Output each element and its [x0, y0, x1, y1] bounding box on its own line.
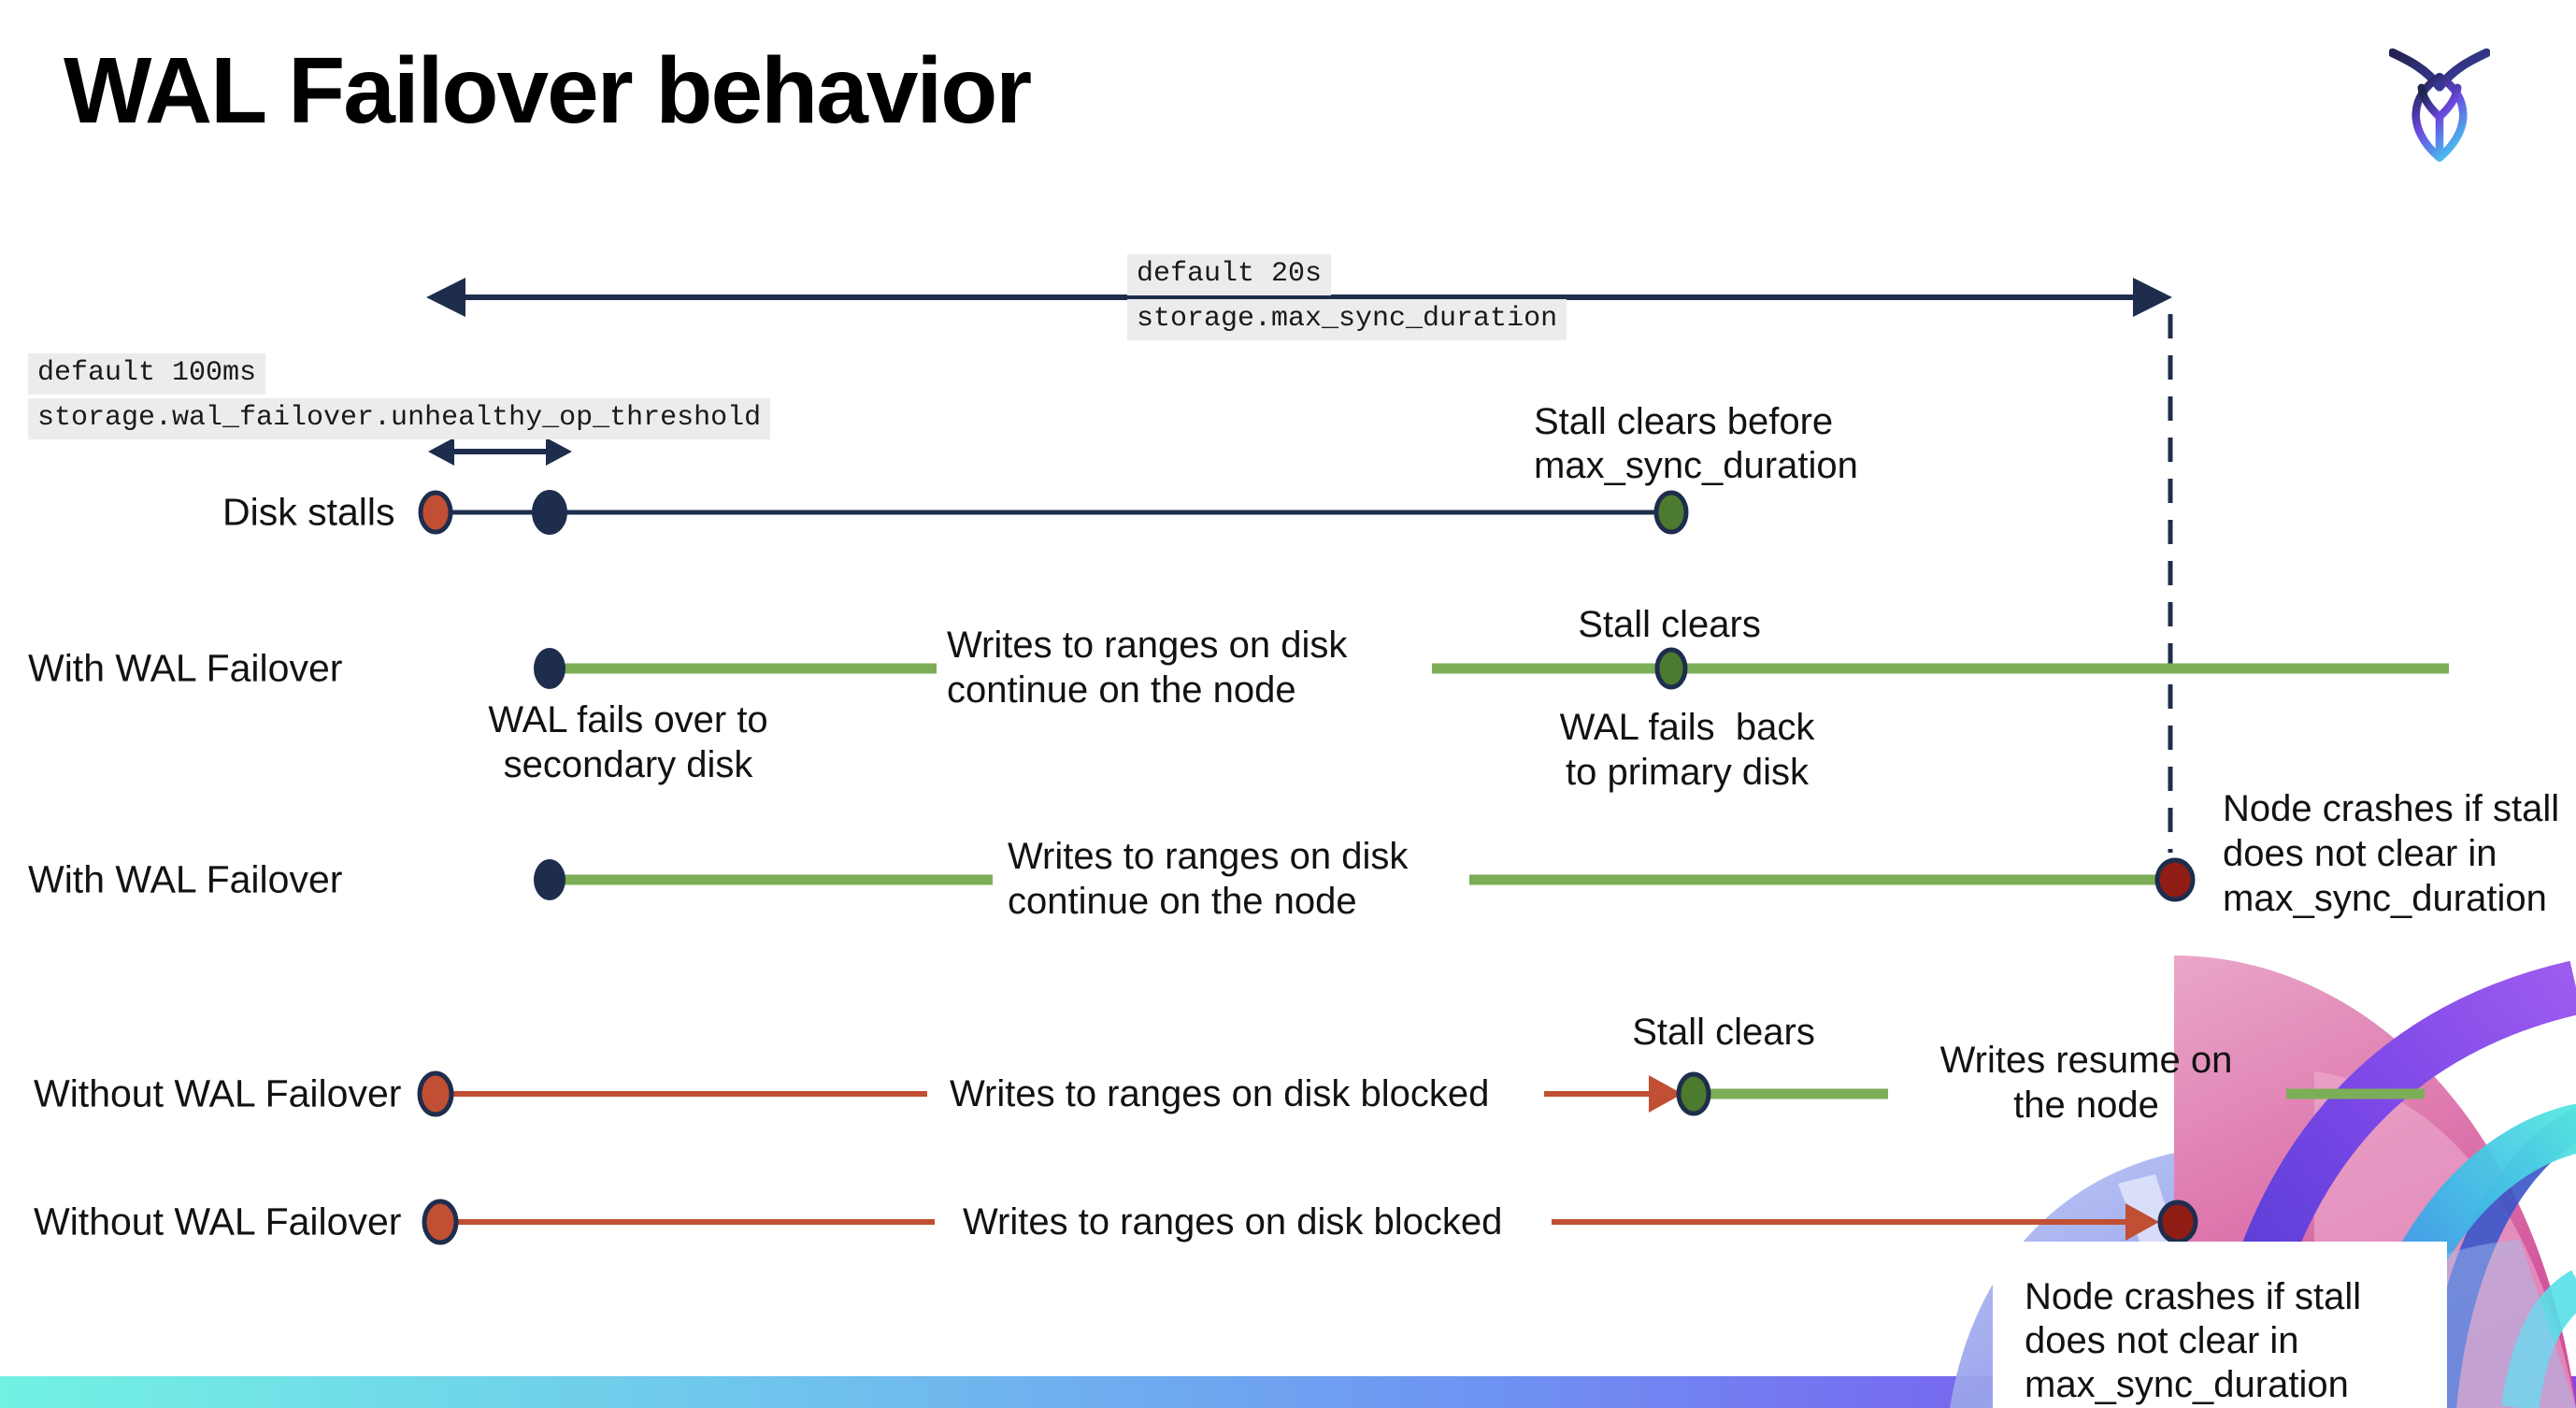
- page-title: WAL Failover behavior: [64, 38, 1032, 143]
- node-crashes-callout-box: Node crashes if stall does not clear in …: [1993, 1242, 2447, 1408]
- label-node-crashes-2: Node crashes if stall does not clear in …: [2025, 1276, 2362, 1405]
- without2-crash-dot: [2157, 1200, 2198, 1244]
- disk-threshold-dot: [532, 490, 567, 535]
- label-wal-fails-over: WAL fails over to secondary disk: [488, 699, 768, 785]
- max-sync-callout: default 20s storage.max_sync_duration: [1127, 254, 1567, 344]
- label-stall-clears-2: Stall clears: [1632, 1012, 1815, 1053]
- label-stall-clears-before: Stall clears before max_sync_duration: [1534, 401, 1858, 486]
- label-wal-fails-back: WAL fails back to primary disk: [1559, 707, 1815, 793]
- row-label-without-wal-failover-2: Without WAL Failover: [34, 1200, 402, 1243]
- disk-stall-start-dot: [418, 490, 453, 535]
- row-label-disk-stalls: Disk stalls: [222, 490, 395, 534]
- label-writes-blocked-2: Writes to ranges on disk blocked: [963, 1201, 1503, 1243]
- threshold-arrowhead-left: [428, 438, 454, 466]
- threshold-default-label: default 100ms: [28, 353, 266, 395]
- threshold-callout: default 100ms storage.wal_failover.unhea…: [28, 353, 771, 443]
- disk-stall-clears-dot: [1653, 490, 1689, 535]
- cockroachdb-logo-icon: [2389, 48, 2490, 162]
- row-label-with-wal-failover-1: With WAL Failover: [28, 646, 343, 690]
- without2-stall-dot: [422, 1199, 459, 1245]
- max-sync-arrowhead-left: [426, 278, 465, 317]
- label-stall-clears-1: Stall clears: [1578, 604, 1761, 645]
- with1-stall-clears-dot: [1654, 647, 1688, 690]
- without1-stall-dot: [417, 1070, 454, 1117]
- max-sync-default-label: default 20s: [1127, 254, 1332, 295]
- row-label-with-wal-failover-2: With WAL Failover: [28, 857, 343, 901]
- label-writes-continue-1: Writes to ranges on disk continue on the…: [947, 625, 1348, 711]
- label-node-crashes-1: Node crashes if stall does not clear in …: [2223, 788, 2560, 919]
- threshold-setting-label: storage.wal_failover.unhealthy_op_thresh…: [28, 398, 771, 439]
- with2-failover-dot: [534, 859, 565, 900]
- with2-crash-dot: [2154, 857, 2196, 902]
- row-label-without-wal-failover-1: Without WAL Failover: [34, 1071, 402, 1115]
- label-writes-resume: Writes resume on the node: [1939, 1040, 2233, 1126]
- max-sync-setting-label: storage.max_sync_duration: [1127, 299, 1567, 340]
- without1-red-arrowhead: [1649, 1075, 1682, 1113]
- label-writes-continue-2: Writes to ranges on disk continue on the…: [1008, 836, 1409, 922]
- label-writes-blocked-1: Writes to ranges on disk blocked: [950, 1073, 1490, 1114]
- threshold-arrowhead-right: [546, 438, 572, 466]
- max-sync-arrowhead-right: [2133, 278, 2172, 317]
- with1-failover-dot: [534, 648, 565, 689]
- without1-stall-clears-dot: [1676, 1071, 1711, 1116]
- without2-red-arrowhead: [2125, 1203, 2159, 1241]
